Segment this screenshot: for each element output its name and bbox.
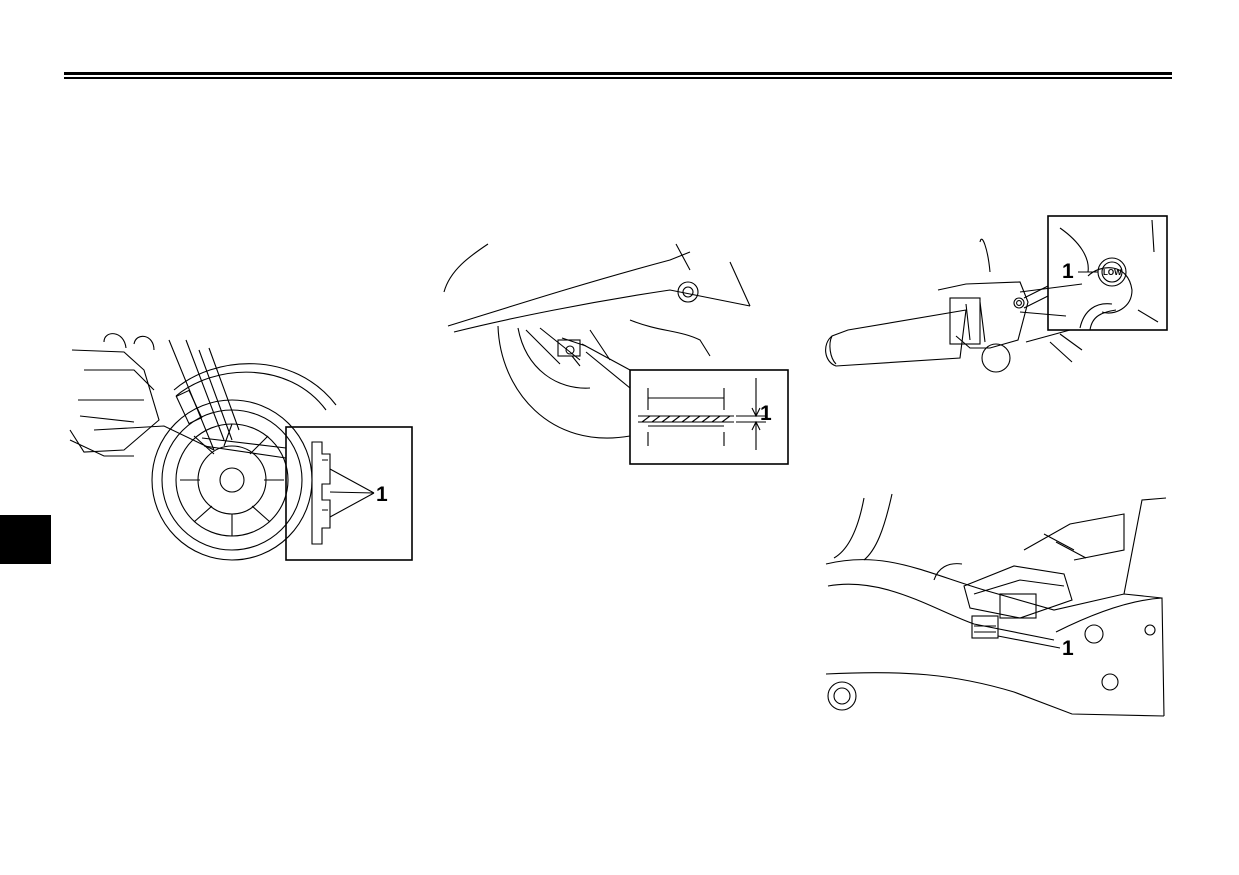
- header-rule-thin: [64, 77, 1172, 79]
- front-brake-pads-illustration: 1: [69, 333, 413, 561]
- figure-handlebar-low-indicator: 1 LOW: [820, 212, 1180, 382]
- callout-low-indicator: 1: [1062, 260, 1074, 283]
- header-rule-thick: [64, 72, 1172, 75]
- figure-battery-under-seat: 1: [824, 490, 1174, 720]
- callout-rear-pad-wear: 1: [760, 402, 772, 425]
- handlebar-illustration: 1 LOW: [825, 215, 1168, 373]
- chapter-tab-marker: [0, 515, 51, 564]
- figure-rear-brake-pads: 1: [440, 240, 800, 470]
- callout-battery: 1: [1062, 637, 1074, 660]
- battery-area-illustration: 1: [825, 493, 1167, 717]
- callout-front-pad-wear: 1: [376, 483, 388, 506]
- low-indicator-label: LOW: [1103, 268, 1122, 277]
- rear-brake-pads-illustration: 1: [443, 243, 789, 465]
- figure-front-brake-pads: 1: [64, 330, 424, 570]
